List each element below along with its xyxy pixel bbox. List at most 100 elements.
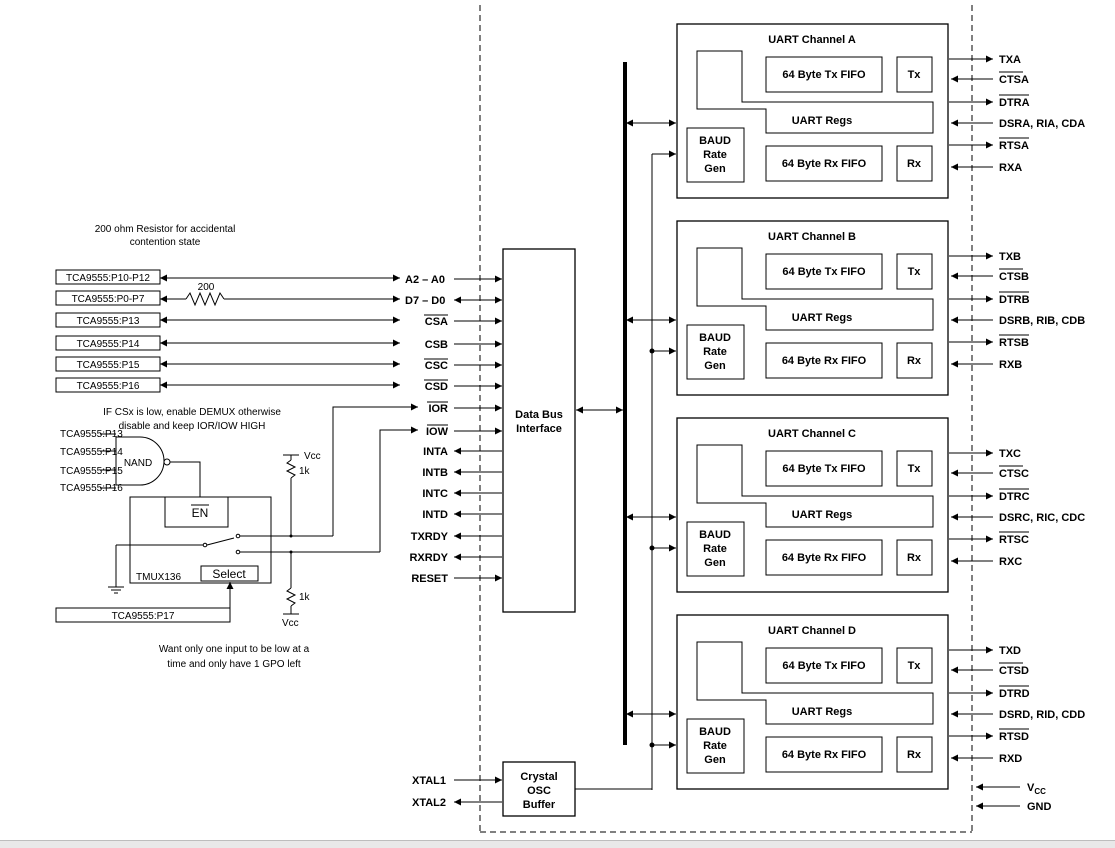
tx-fifo-label: 64 Byte Tx FIFO — [782, 463, 866, 475]
tx-fifo-block — [765, 450, 883, 487]
tx-block — [896, 56, 933, 93]
pin-a-1: CTSA — [999, 74, 1029, 86]
tx-block — [896, 253, 933, 290]
vcc-label-bottom: Vcc — [282, 618, 299, 629]
signal-intb: INTB — [422, 467, 448, 479]
tca-box-label: TCA9555:P10-P12 — [66, 273, 150, 284]
pin-b-4: RTSB — [999, 337, 1029, 349]
rx-fifo-label: 64 Byte Rx FIFO — [782, 355, 867, 367]
signal-csc: CSC — [425, 360, 448, 372]
uart-channel-c-title: UART Channel C — [768, 428, 856, 440]
pin-d-5: RXD — [999, 753, 1022, 765]
rx-fifo-block — [765, 145, 883, 182]
signal-reset: RESET — [411, 573, 448, 585]
pin-c-1: CTSC — [999, 468, 1029, 480]
tmux-label: TMUX136 — [136, 572, 181, 583]
uart-regs-label: UART Regs — [792, 706, 853, 718]
baud-label: Rate — [703, 346, 727, 358]
baud-label: BAUD — [699, 332, 731, 344]
pullup-resistor: Vcc 1k — [283, 451, 321, 538]
tca-box-p17-label: TCA9555:P17 — [112, 611, 175, 622]
nand-input-label: TCA9555:P15 — [60, 466, 123, 477]
pin-a-3: DSRA, RIA, CDA — [999, 118, 1085, 130]
rx-label: Rx — [907, 552, 922, 564]
pin-c-5: RXC — [999, 556, 1022, 568]
tca-boxes: TCA9555:P10-P12 TCA9555:P0-P7 TCA9555:P1… — [55, 269, 161, 393]
signal-csa: CSA — [425, 316, 448, 328]
baud-rate-gen-block — [686, 324, 745, 380]
pin-c-4: RTSC — [999, 534, 1029, 546]
pin-b-5: RXB — [999, 359, 1022, 371]
uart-regs-label: UART Regs — [792, 509, 853, 521]
baud-label: Gen — [704, 163, 726, 175]
pin-b-1: CTSB — [999, 271, 1029, 283]
baud-rate-gen-block — [686, 127, 745, 183]
rx-block — [896, 145, 933, 182]
baud-label: BAUD — [699, 529, 731, 541]
tca-bus-lines — [160, 274, 400, 389]
ior-iow-routing — [332, 403, 418, 552]
nand-input-label: TCA9555:P13 — [60, 429, 123, 440]
tx-label: Tx — [908, 660, 922, 672]
data-bus-label-2: Interface — [516, 423, 562, 435]
vcc-pin-label: VCC — [1027, 782, 1046, 796]
tx-label: Tx — [908, 463, 922, 475]
pin-b-2: DTRB — [999, 294, 1030, 306]
baud-label: Gen — [704, 754, 726, 766]
pin-d-0: TXD — [999, 645, 1021, 657]
signal-inta: INTA — [423, 446, 448, 458]
baud-label: Rate — [703, 740, 727, 752]
pin-d-1: CTSD — [999, 665, 1029, 677]
crystal-label-2: OSC — [527, 785, 551, 797]
signal-a2-a0: A2 – A0 — [405, 274, 445, 286]
xtal1-label: XTAL1 — [412, 775, 446, 787]
tx-block — [896, 450, 933, 487]
tca-box-label: TCA9555:P15 — [77, 360, 140, 371]
uart-regs-block — [696, 247, 934, 331]
pulldown-value: 1k — [299, 592, 311, 603]
resistor-note-line-2: contention state — [130, 237, 201, 248]
xtal2-label: XTAL2 — [412, 797, 446, 809]
uart-regs-label: UART Regs — [792, 115, 853, 127]
baud-rate-gen-block — [686, 521, 745, 577]
tca-box-label: TCA9555:P0-P7 — [72, 294, 145, 305]
pullup-value: 1k — [299, 466, 311, 477]
resistor-value-label: 200 — [198, 282, 215, 293]
signal-rxrdy: RXRDY — [409, 552, 448, 564]
nand-gate: TCA9555:P13 TCA9555:P14 TCA9555:P15 TCA9… — [60, 429, 201, 497]
signal-csd: CSD — [425, 381, 448, 393]
tx-fifo-block — [765, 253, 883, 290]
pin-a-5: RXA — [999, 162, 1022, 174]
pin-c-2: DTRC — [999, 491, 1030, 503]
pin-c-0: TXC — [999, 448, 1021, 460]
rx-block — [896, 736, 933, 773]
resistor-note-line-1: 200 ohm Resistor for accidental — [95, 224, 236, 235]
baud-label: Rate — [703, 149, 727, 161]
tx-fifo-block — [765, 56, 883, 93]
tx-fifo-label: 64 Byte Tx FIFO — [782, 266, 866, 278]
crystal-label-3: Buffer — [523, 799, 556, 811]
data-bus-label-1: Data Bus — [515, 409, 563, 421]
tca-box-label: TCA9555:P13 — [77, 316, 140, 327]
select-label: Select — [212, 567, 246, 581]
uart-regs-block — [696, 444, 934, 528]
signal-d7-d0: D7 – D0 — [405, 295, 445, 307]
tmux136-switch: EN Select TMUX136 — [108, 496, 380, 594]
device-boundary — [479, 5, 973, 833]
pin-d-3: DSRD, RID, CDD — [999, 709, 1085, 721]
baud-label: Gen — [704, 557, 726, 569]
uart-channel-c: UART Channel C UART Regs 64 Byte Tx FIFO Tx… — [626, 417, 1085, 593]
enable-box — [164, 496, 229, 528]
baud-rate-gen-block — [686, 718, 745, 774]
pin-b-0: TXB — [999, 251, 1021, 263]
signal-csb: CSB — [425, 339, 448, 351]
rx-label: Rx — [907, 355, 922, 367]
signal-ior: IOR — [428, 403, 448, 415]
signal-iow: IOW — [426, 426, 449, 438]
pin-d-2: DTRD — [999, 688, 1030, 700]
data-bus-interface-block — [502, 248, 576, 613]
